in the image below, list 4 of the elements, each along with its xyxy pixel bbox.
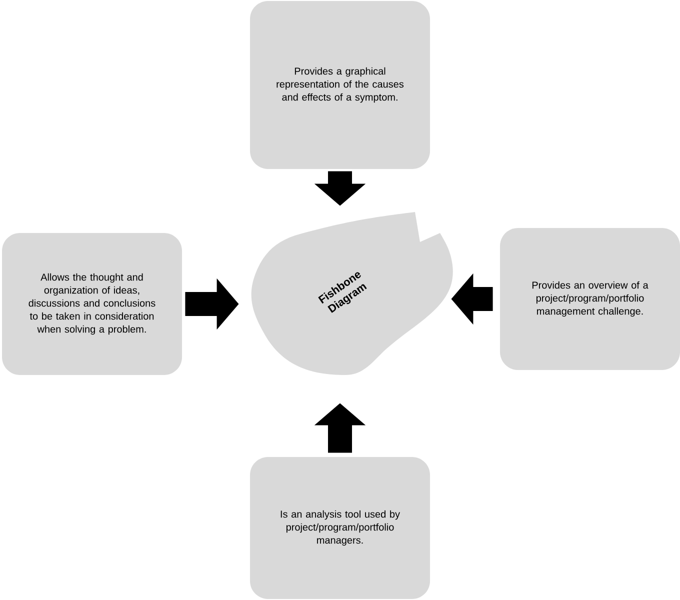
text-box: Provides an overview of a project/program/portfolio management challenge. xyxy=(500,228,680,370)
text-box: Allows the thought and organization of ideas, discussions and conclusions to be taken in consideration when solving a problem. xyxy=(2,233,182,375)
text-box: Provides a graphical representation of the causes and effects of a symptom. xyxy=(250,1,430,169)
text-box: Is an analysis tool used by project/program/portfolio managers. xyxy=(250,457,430,599)
